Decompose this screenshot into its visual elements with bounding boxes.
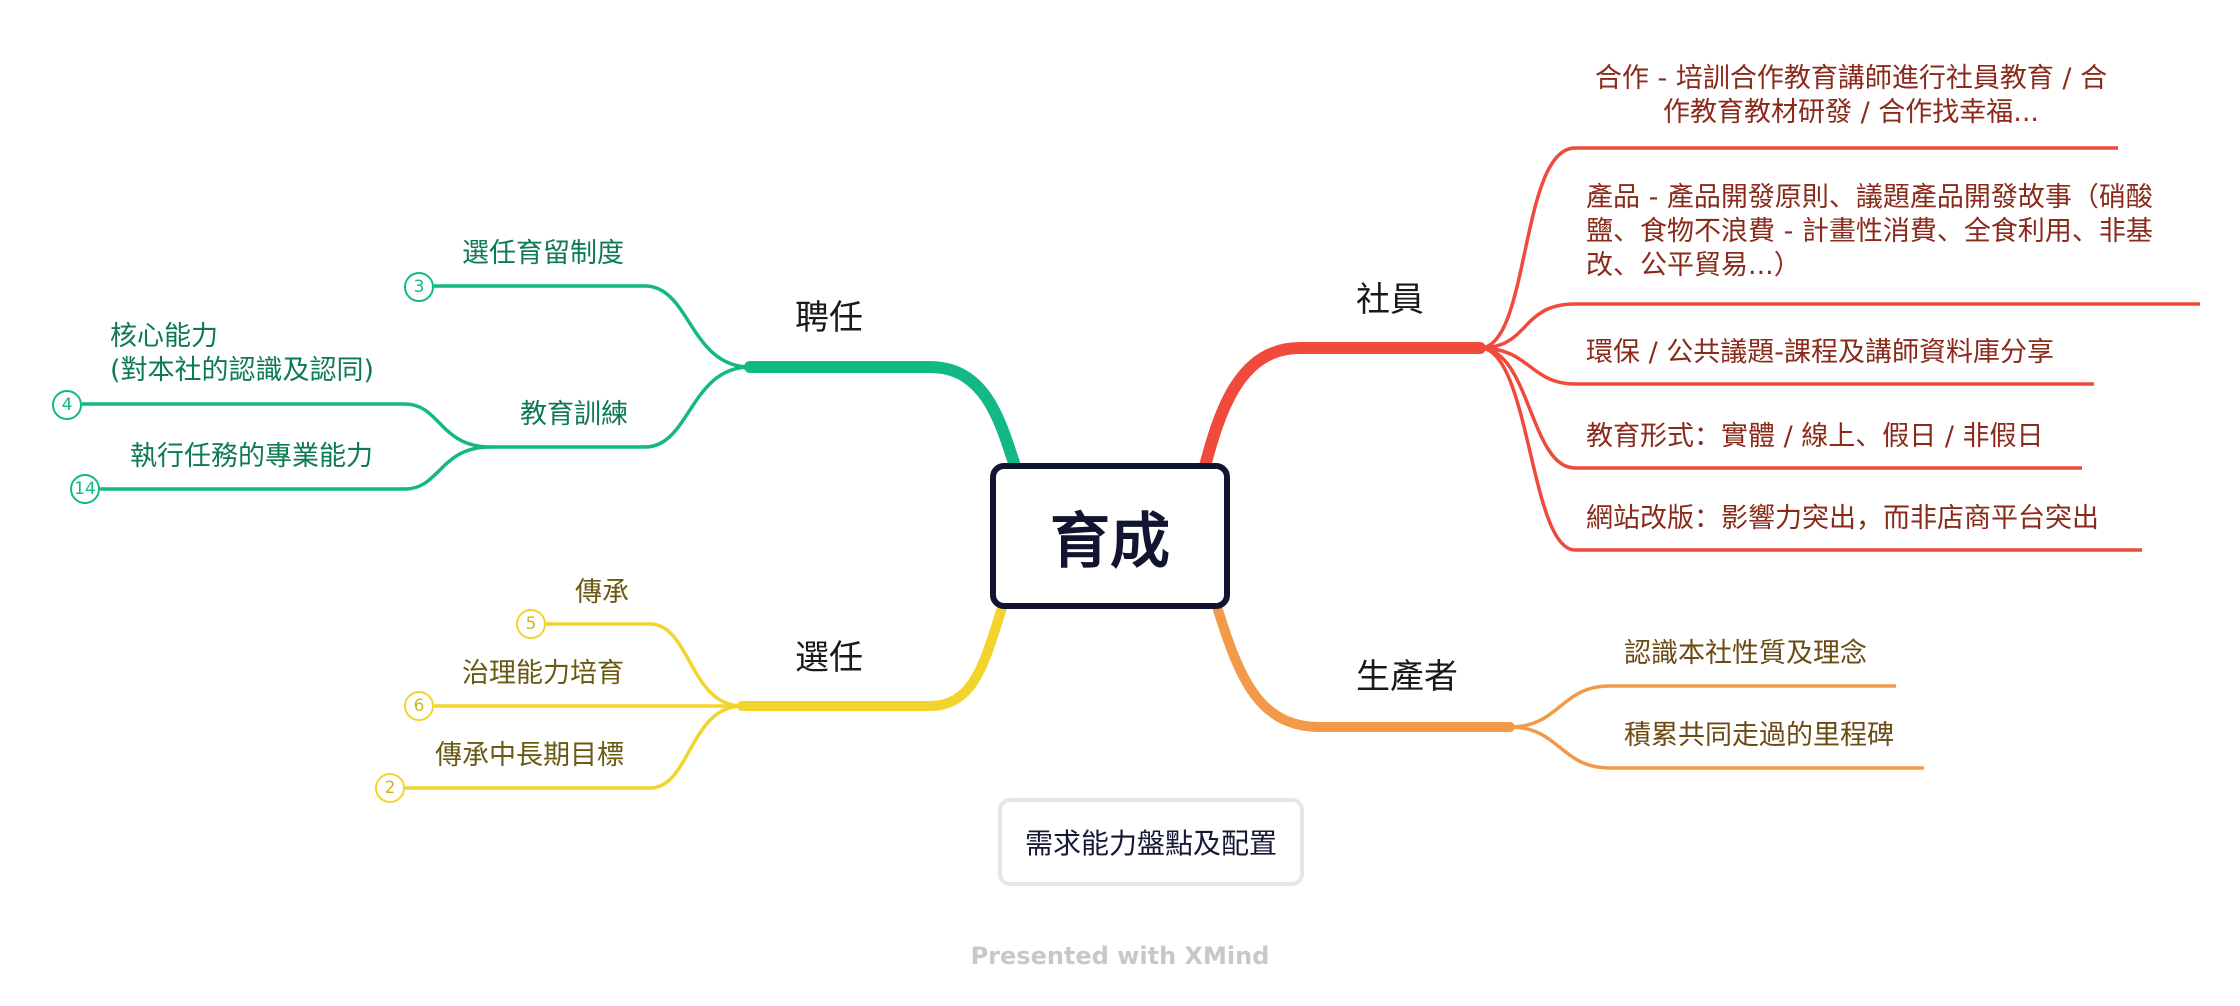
connector-xuanren bbox=[737, 603, 1007, 711]
connector-hezuo bbox=[1479, 146, 2118, 350]
connector-jilei bbox=[1509, 725, 1924, 770]
marker-badge: 5 bbox=[516, 609, 546, 639]
topic-xuanren-yuliu[interactable]: 選任育留制度 bbox=[462, 238, 624, 269]
branch-shengchanzhe[interactable]: 生產者 bbox=[1356, 657, 1458, 697]
connector-chuancheng bbox=[546, 622, 743, 708]
connector-renshi bbox=[1509, 684, 1896, 729]
topic-chuancheng[interactable]: 傳承 bbox=[575, 577, 629, 608]
central-topic[interactable]: 育成 bbox=[990, 463, 1230, 609]
connector-shengchanzhe bbox=[1213, 605, 1515, 732]
marker-badge: 6 bbox=[404, 691, 434, 721]
topic-renshi-benshe[interactable]: 認識本社性質及理念 bbox=[1624, 638, 1867, 669]
topic-zhixing-nengli[interactable]: 執行任務的專業能力 bbox=[130, 441, 373, 472]
branch-sheyuan[interactable]: 社員 bbox=[1356, 280, 1424, 320]
xmind-watermark: Presented with XMind bbox=[970, 942, 1270, 970]
connector-zhixing bbox=[100, 445, 491, 491]
connector-sheyuan bbox=[1199, 342, 1486, 472]
connector-mubiao bbox=[405, 704, 743, 790]
marker-badge: 14 bbox=[70, 474, 100, 504]
marker-badge: 4 bbox=[52, 390, 82, 420]
connector-huanbao bbox=[1479, 346, 2094, 386]
connector-jiaoyu-xunlian bbox=[490, 365, 751, 449]
marker-badge: 2 bbox=[375, 773, 405, 803]
connector-hexin bbox=[82, 402, 491, 449]
branch-xuanren[interactable]: 選任 bbox=[795, 638, 863, 678]
connector-xuanren-yuliu bbox=[434, 284, 751, 369]
connector-xingshi bbox=[1479, 346, 2082, 470]
topic-jiaoyu-xingshi[interactable]: 教育形式：實體 / 線上、假日 / 非假日 bbox=[1586, 421, 2044, 452]
floating-topic-summary[interactable]: 需求能力盤點及配置 bbox=[998, 798, 1304, 886]
topic-zhongchangqi-mubiao[interactable]: 傳承中長期目標 bbox=[435, 740, 624, 771]
topic-jiaoyu-xunlian[interactable]: 教育訓練 bbox=[520, 399, 628, 430]
connector-wangzhan bbox=[1479, 346, 2142, 552]
topic-huanbao[interactable]: 環保 / 公共議題-課程及講師資料庫分享 bbox=[1586, 337, 2055, 368]
topic-zhili-nengli[interactable]: 治理能力培育 bbox=[462, 658, 624, 689]
topic-wangzhan-gaiban[interactable]: 網站改版：影響力突出，而非店商平台突出 bbox=[1586, 503, 2099, 534]
branch-pinren[interactable]: 聘任 bbox=[795, 298, 863, 338]
topic-chanpin[interactable]: 產品 - 產品開發原則、議題產品開發故事（硝酸鹽、食物不浪費 - 計畫性消費、全… bbox=[1586, 182, 2153, 281]
connector-pinren bbox=[744, 361, 1021, 472]
topic-hexin-nengli[interactable]: 核心能力 (對本社的認識及認同) bbox=[110, 321, 375, 386]
connector-chanpin bbox=[1479, 302, 2200, 350]
marker-badge: 3 bbox=[404, 272, 434, 302]
topic-hezuo[interactable]: 合作 - 培訓合作教育講師進行社員教育 / 合作教育教材研發 / 合作找幸福..… bbox=[1594, 63, 2108, 128]
topic-jilei-lichengbei[interactable]: 積累共同走過的里程碑 bbox=[1624, 720, 1894, 751]
